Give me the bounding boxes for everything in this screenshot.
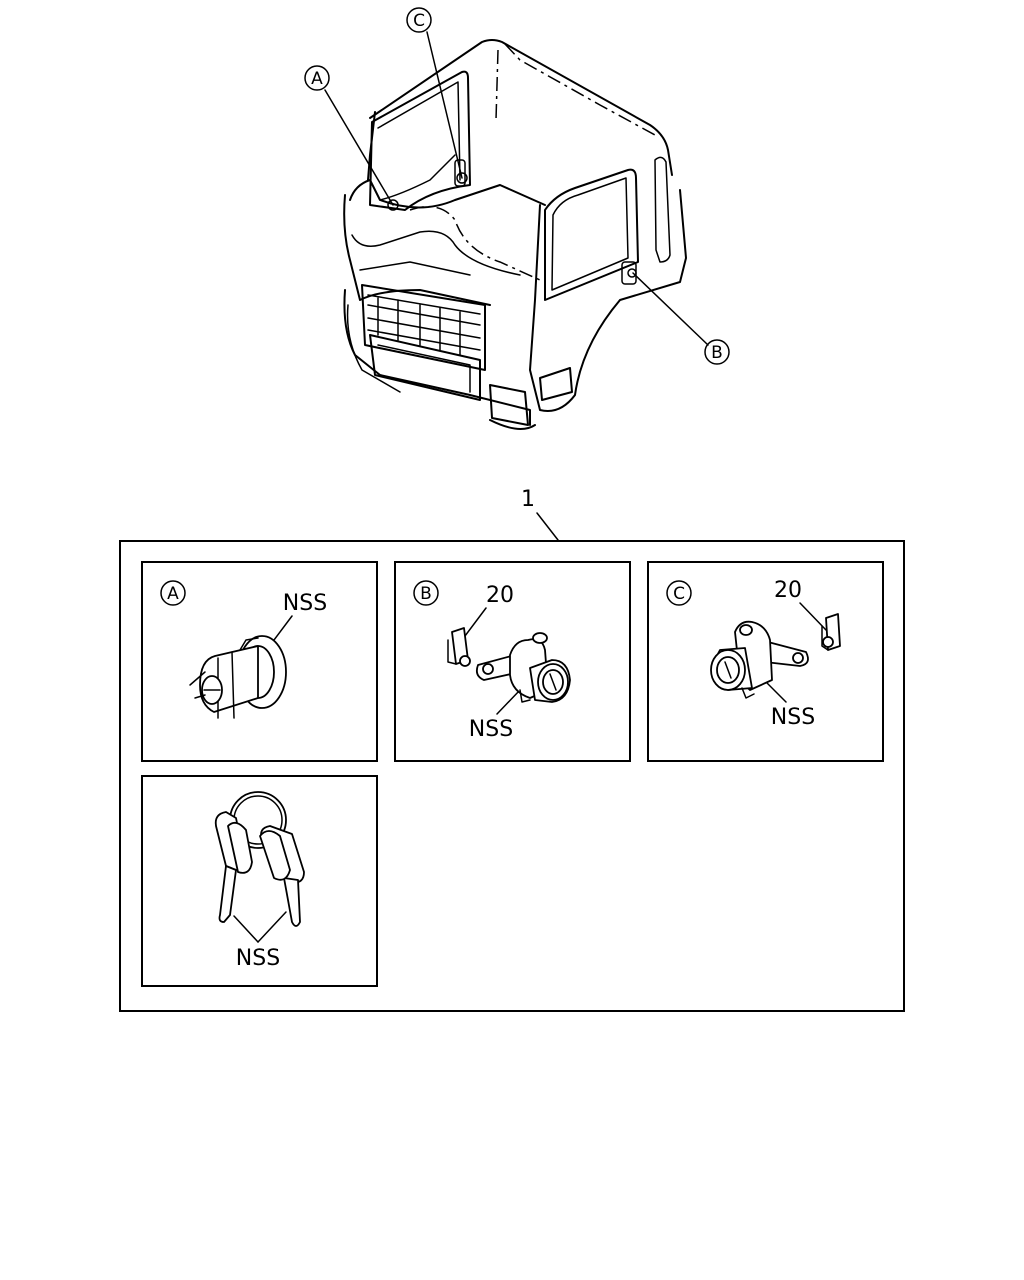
callout-b: B [704,339,730,365]
assembly-reference: 1 [521,487,559,541]
retainer-clip-b [447,627,471,667]
key-set [214,791,305,927]
panel-b-part-label: NSS [469,717,513,742]
panel-a-circle-label: A [167,584,179,604]
panel-c-ref-number: 20 [774,578,802,603]
truck-cab-illustration [343,39,687,430]
callout-c: C [406,7,432,33]
panel-c: C 20 NSS [647,561,884,762]
callout-c-label: C [413,11,425,31]
panel-c-circle-label: C [673,584,685,604]
callout-leaders [324,31,709,346]
callout-a: A [304,65,330,91]
door-lock-cylinder-b [475,632,571,703]
ignition-lock-cylinder [189,635,287,719]
panel-b: B 20 NSS [394,561,631,762]
panel-b-circle-label: B [420,584,432,604]
panel-a: A NSS [141,561,378,762]
panel-b-ref-number: 20 [486,583,514,608]
callout-b-label: B [711,343,723,363]
panel-keys: NSS [141,775,378,987]
assembly-ref-number: 1 [521,487,535,512]
callout-a-label: A [311,69,323,89]
panel-c-part-label: NSS [771,705,815,730]
panel-keys-part-label: NSS [236,946,280,971]
door-lock-cylinder-c [710,620,809,699]
assembly-frame [119,540,905,1012]
panel-a-part-label: NSS [283,591,327,616]
retainer-clip-c [821,613,841,651]
